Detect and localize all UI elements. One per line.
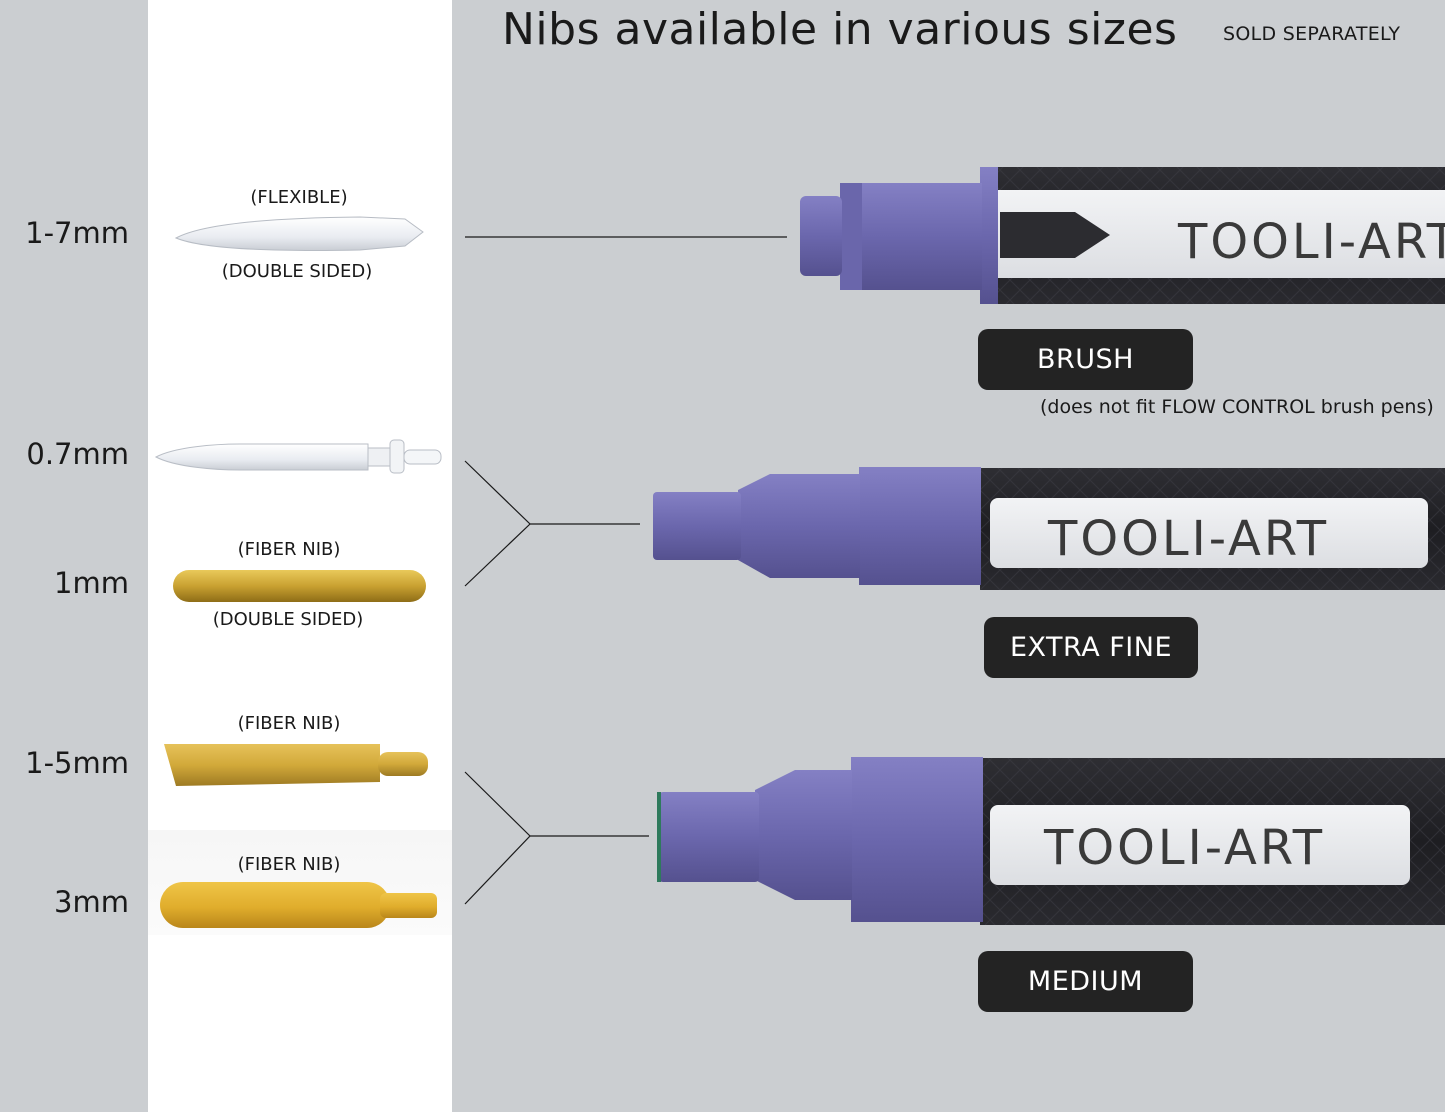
nib-label-double-sided: (DOUBLE SIDED) [212,609,364,630]
size-label-0-7mm: 0.7mm [26,437,129,471]
brush-type-badge: BRUSH [978,329,1193,390]
medium-pen: TOOLI-ART [657,757,1445,925]
chisel-fiber-nib-icon [164,744,428,786]
page-title: Nibs available in various sizes [502,4,1178,55]
nib-label-fiber-nib: (FIBER NIB) [237,854,341,875]
size-label-1-7mm: 1-7mm [25,216,129,250]
brush-pen: TOOLI-ART [800,167,1445,304]
extra-fine-type-badge: EXTRA FINE [984,617,1198,678]
brush-compatibility-note: (does not fit FLOW CONTROL brush pens) [1040,396,1434,418]
nib-label-fiber-nib: (FIBER NIB) [237,713,341,734]
extra-fine-nib-icon [154,439,442,474]
sold-separately-note: SOLD SEPARATELY [1223,23,1401,45]
brand-logo: TOOLI-ART [1177,214,1445,270]
round-fiber-nib-icon [160,882,437,928]
fiber-nib-1mm-icon [173,570,426,602]
medium-type-badge: MEDIUM [978,951,1193,1012]
brand-logo: TOOLI-ART [1047,511,1329,567]
nib-label-double-sided: (DOUBLE SIDED) [221,261,373,282]
nib-label-fiber-nib: (FIBER NIB) [237,539,341,560]
extra-fine-pen: TOOLI-ART [653,467,1445,590]
brand-logo: TOOLI-ART [1043,820,1325,876]
size-label-1mm: 1mm [54,566,129,600]
brush-nib-icon [174,216,424,251]
size-label-1-5mm: 1-5mm [25,746,129,780]
size-label-3mm: 3mm [54,885,129,919]
nib-label-flexible: (FLEXIBLE) [250,187,348,208]
